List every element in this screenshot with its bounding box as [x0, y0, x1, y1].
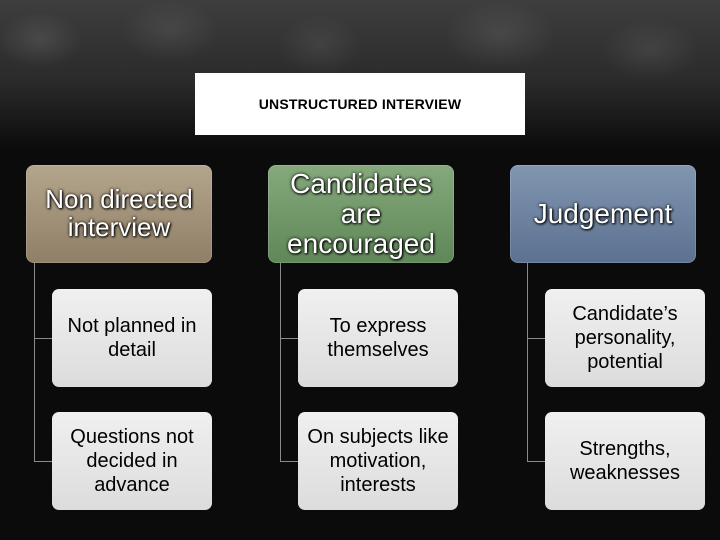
item-card: Strengths, weaknesses [545, 412, 705, 510]
item-card: Candidate’s personality, potential [545, 289, 705, 387]
item-text: Candidate’s personality, potential [572, 303, 678, 373]
connector-line [527, 338, 545, 339]
column-header-label: Non directed interview [45, 184, 193, 242]
connector-line [527, 461, 545, 462]
title-box: UNSTRUCTURED INTERVIEW [195, 73, 525, 135]
connector-line [34, 461, 52, 462]
item-text: Not planned in detail [67, 315, 197, 361]
connector-line [34, 338, 52, 339]
diagram-title: UNSTRUCTURED INTERVIEW [258, 96, 462, 112]
column-header-judgement: Judgement [510, 165, 696, 263]
item-text: To express themselves [327, 315, 429, 361]
connector-line [34, 263, 35, 461]
column-header-label: Judgement [533, 198, 673, 230]
item-card: Not planned in detail [52, 289, 212, 387]
connector-line [280, 461, 298, 462]
item-text: Strengths, weaknesses [569, 438, 681, 484]
item-text: Questions not decided in advance [70, 426, 194, 496]
item-text: On subjects like motivation, interests [307, 426, 449, 496]
connector-line [280, 263, 281, 461]
column-header-candidates: Candidates are encouraged [268, 165, 454, 263]
connector-line [280, 338, 298, 339]
column-header-label: Candidates are encouraged [287, 168, 435, 259]
item-card: To express themselves [298, 289, 458, 387]
item-card: Questions not decided in advance [52, 412, 212, 510]
connector-line [527, 263, 528, 461]
item-card: On subjects like motivation, interests [298, 412, 458, 510]
column-header-non-directed: Non directed interview [26, 165, 212, 263]
